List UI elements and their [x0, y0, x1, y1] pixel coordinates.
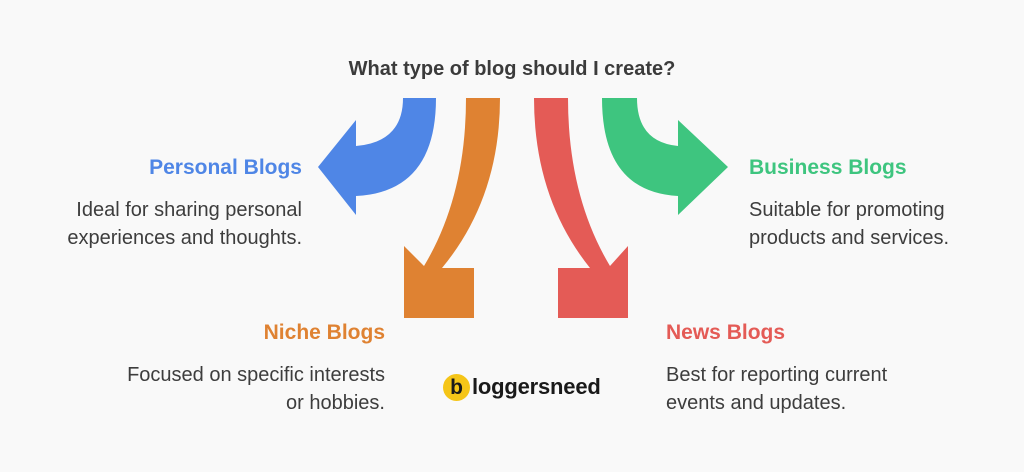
niche-blogs-desc-line1: Focused on specific interests — [127, 364, 385, 386]
niche-blogs-desc-line2: or hobbies. — [286, 392, 385, 414]
arrow-niche — [404, 98, 500, 318]
diagram-question: What type of blog should I create? — [348, 58, 676, 80]
bloggersneed-logo: b loggersneed — [443, 373, 601, 401]
news-blogs-desc-line2: events and updates. — [666, 392, 847, 414]
personal-blogs-title: Personal Blogs — [149, 156, 302, 179]
niche-blogs-title: Niche Blogs — [263, 321, 385, 344]
personal-blogs-desc-line1: Ideal for sharing personal — [76, 199, 302, 221]
arrow-news — [534, 98, 628, 318]
personal-blogs-desc: Ideal for sharing personal experiences a… — [67, 196, 302, 252]
business-blogs-title: Business Blogs — [749, 156, 907, 179]
business-blogs-desc-line1: Suitable for promoting — [749, 199, 945, 221]
business-blogs-desc-line2: products and services. — [749, 227, 950, 249]
arrow-business — [602, 98, 728, 215]
logo-badge: b — [443, 373, 470, 401]
business-blogs-desc: Suitable for promoting products and serv… — [749, 196, 949, 252]
personal-blogs-desc-line2: experiences and thoughts. — [67, 227, 302, 249]
news-blogs-desc-line1: Best for reporting current — [666, 364, 888, 386]
niche-blogs-desc: Focused on specific interests or hobbies… — [127, 361, 385, 417]
news-blogs-desc: Best for reporting current events and up… — [666, 361, 887, 417]
arrow-personal — [318, 98, 436, 215]
news-blogs-title: News Blogs — [666, 321, 786, 344]
logo-text: loggersneed — [472, 374, 601, 399]
